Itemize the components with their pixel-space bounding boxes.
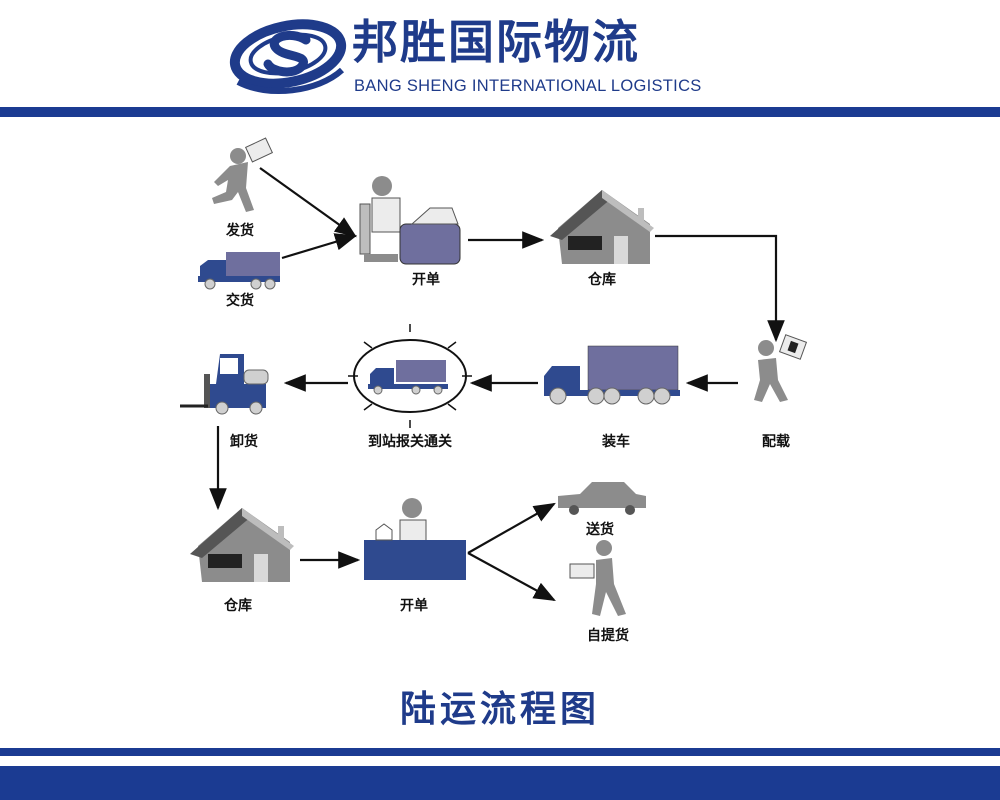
node-label-self-pickup: 自提货: [587, 628, 629, 644]
flow-arrows: [209, 167, 785, 602]
running-person-icon: [212, 137, 274, 212]
highlighted-truck-icon: [348, 324, 472, 428]
arrow-order-to-delivery: [467, 502, 556, 554]
company-logo: [229, 19, 347, 95]
car-icon: [558, 482, 646, 515]
warehouse-icon: [190, 508, 294, 582]
footer-band: [0, 766, 1000, 800]
arrow-order-to-pickup: [467, 552, 556, 602]
truck-icon: [198, 252, 280, 290]
node-label-loading: 装车: [602, 434, 630, 450]
header: 邦胜国际物流 BANG SHENG INTERNATIONAL LOGISTIC…: [0, 0, 1000, 110]
company-name-en: BANG SHENG INTERNATIONAL LOGISTICS: [354, 77, 702, 95]
footer-divider-thin: [0, 748, 1000, 756]
node-label-warehouse-2: 仓库: [224, 598, 252, 614]
node-label-unloading: 卸货: [230, 434, 258, 450]
desk-worker-icon: [359, 176, 461, 265]
arrow-ship-to-order: [259, 167, 357, 238]
node-label-issue-order-1: 开单: [412, 272, 440, 288]
header-divider: [0, 107, 1000, 117]
counter-clerk-icon: [364, 498, 466, 580]
node-label-delivery: 送货: [586, 522, 614, 538]
company-name-cn: 邦胜国际物流: [352, 15, 640, 69]
node-label-arrival-customs: 到站报关通关: [368, 434, 452, 450]
node-label-stowage: 配载: [762, 434, 790, 450]
warehouse-icon: [550, 190, 654, 264]
arrow-deliver-to-order: [281, 233, 358, 260]
node-label-ship-goods: 发货: [226, 223, 254, 239]
flow-diagram-canvas: [180, 137, 808, 616]
semi-truck-icon: [544, 345, 680, 405]
diagram-title: 陆运流程图: [399, 689, 600, 730]
carrying-person-icon: [754, 334, 808, 402]
forklift-icon: [180, 354, 269, 415]
arrow-warehouse-to-stowage: [655, 234, 785, 343]
flow-diagram: 发货 交货 开单 仓库 配载 装车 到站报关通关 卸货 仓库 开单 送货 自提货: [150, 128, 850, 658]
walking-person-icon: [569, 540, 626, 616]
node-label-warehouse-1: 仓库: [588, 272, 616, 288]
node-label-deliver-goods: 交货: [226, 293, 254, 309]
node-label-issue-order-2: 开单: [400, 598, 428, 614]
